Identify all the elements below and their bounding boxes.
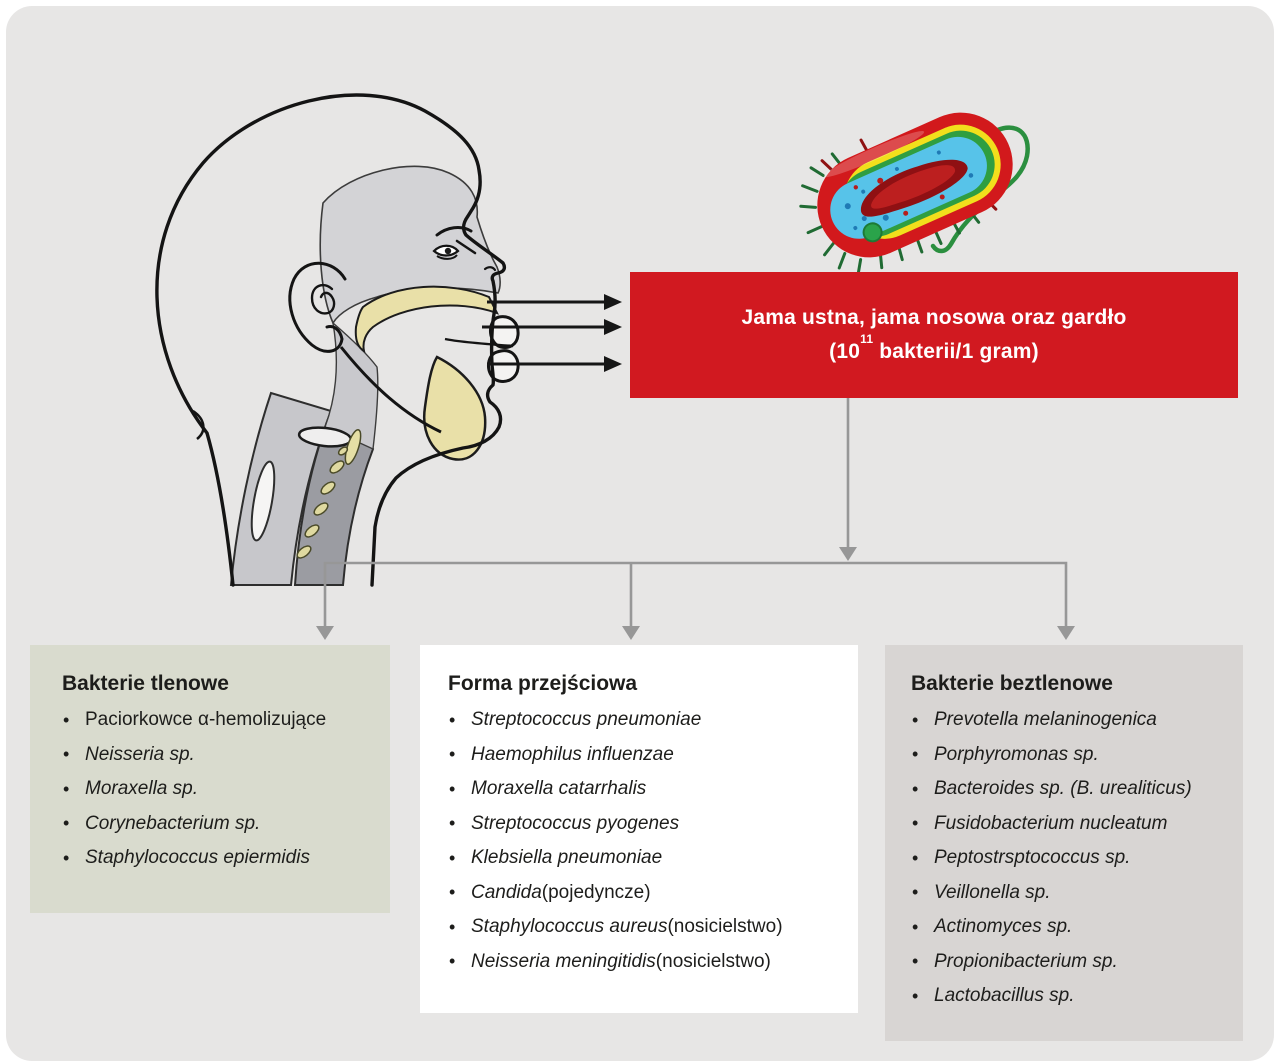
- species-name: Candida: [471, 881, 542, 903]
- bullet-icon: •: [63, 847, 70, 868]
- list-item: • Moraxella catarrhalis: [448, 772, 838, 807]
- bullet-icon: •: [449, 813, 456, 834]
- species-name: Streptococcus pyogenes: [471, 812, 680, 834]
- box-title: Forma przejściowa: [448, 672, 638, 695]
- species-name: Veillonella sp.: [934, 881, 1051, 903]
- species-name: Propionibacterium sp.: [934, 950, 1118, 972]
- bullet-icon: •: [449, 951, 456, 972]
- list-item: • Veillonella sp.: [911, 876, 1227, 911]
- species-name: Neisseria meningitidis: [471, 950, 656, 972]
- bullet-icon: •: [63, 709, 70, 730]
- list-item: • Streptococcus pyogenes: [448, 807, 838, 842]
- list-item: • Klebsiella pneumoniae: [448, 841, 838, 876]
- species-name: Actinomyces sp.: [934, 916, 1073, 938]
- list-item: • Bacteroides sp. (B. urealiticus): [911, 772, 1227, 807]
- bullet-icon: •: [912, 709, 919, 730]
- list-item: • Lactobacillus sp.: [911, 979, 1227, 1014]
- list-item: • Moraxella sp.: [62, 772, 368, 807]
- species-list: • Paciorkowce α-hemolizujące • Neisseria s…: [62, 703, 368, 876]
- bullet-icon: •: [63, 813, 70, 834]
- bullet-icon: •: [449, 882, 456, 903]
- list-item: • Staphylococcus epiermidis: [62, 841, 368, 876]
- aerobic-bacteria-box: Bakterie tlenowe • Paciorkowce α-hemolizu…: [30, 645, 390, 913]
- species-name: Streptococcus pneumoniae: [471, 709, 702, 731]
- list-item: • Actinomyces sp.: [911, 910, 1227, 945]
- banner-line1: Jama ustna, jama nosowa oraz gardło: [741, 306, 1127, 329]
- bacterium-illustration: [799, 112, 1030, 276]
- list-item: • Candida (pojedyncze): [448, 876, 838, 911]
- species-qualifier: (pojedyncze): [541, 881, 651, 903]
- list-item: • Prevotella melaninogenica: [911, 703, 1227, 738]
- anaerobic-bacteria-box: Bakterie beztlenowe • Prevotella melanino…: [885, 645, 1243, 1041]
- list-item: • Streptococcus pneumoniae: [448, 703, 838, 738]
- bullet-icon: •: [912, 744, 919, 765]
- bullet-icon: •: [449, 847, 456, 868]
- species-name: Prevotella melaninogenica: [934, 709, 1157, 731]
- species-name: Neisseria sp.: [85, 743, 195, 765]
- species-name: Lactobacillus sp.: [934, 985, 1075, 1007]
- bullet-icon: •: [912, 847, 919, 868]
- bullet-icon: •: [912, 951, 919, 972]
- transitional-forms-box: Forma przejściowa • Streptococcus pneumon…: [420, 645, 858, 1013]
- species-name: Moraxella catarrhalis: [471, 778, 647, 800]
- species-name: Fusidobacterium nucleatum: [934, 812, 1168, 834]
- box-title: Bakterie tlenowe: [62, 672, 229, 695]
- bullet-icon: •: [449, 744, 456, 765]
- list-item: • Peptostrsptococcus sp.: [911, 841, 1227, 876]
- bullet-icon: •: [912, 985, 919, 1006]
- bullet-icon: •: [63, 778, 70, 799]
- species-name: Corynebacterium sp.: [85, 812, 261, 834]
- species-name: Peptostrsptococcus sp.: [934, 847, 1131, 869]
- species-list: • Streptococcus pneumoniae • Haemophilus i…: [448, 703, 838, 979]
- banner-line2: (1011 bakterii/1 gram): [829, 332, 1039, 363]
- species-name: Staphylococcus epiermidis: [85, 847, 310, 869]
- list-item: • Haemophilus influenzae: [448, 738, 838, 773]
- list-item: • Porphyromonas sp.: [911, 738, 1227, 773]
- list-item: • Neisseria sp.: [62, 738, 368, 773]
- list-item: • Staphylococcus aureus (nosicielstwo): [448, 910, 838, 945]
- list-item: • Fusidobacterium nucleatum: [911, 807, 1227, 842]
- list-item: • Neisseria meningitidis (nosicielstwo): [448, 945, 838, 980]
- bullet-icon: •: [449, 916, 456, 937]
- species-name: Haemophilus influenzae: [471, 743, 674, 765]
- species-name: Moraxella sp.: [85, 778, 198, 800]
- box-title: Bakterie beztlenowe: [911, 672, 1113, 695]
- bullet-icon: •: [912, 916, 919, 937]
- species-name: Porphyromonas sp.: [934, 743, 1099, 765]
- bullet-icon: •: [912, 882, 919, 903]
- list-item: • Corynebacterium sp.: [62, 807, 368, 842]
- bullet-icon: •: [912, 778, 919, 799]
- list-item: • Propionibacterium sp.: [911, 945, 1227, 980]
- head-anatomy-illustration: [155, 93, 520, 587]
- list-item: • Paciorkowce α-hemolizujące: [62, 703, 368, 738]
- species-qualifier: (nosicielstwo): [667, 916, 783, 938]
- bullet-icon: •: [449, 709, 456, 730]
- species-name: Staphylococcus aureus: [471, 916, 668, 938]
- species-qualifier: (nosicielstwo): [655, 950, 771, 972]
- species-name: Klebsiella pneumoniae: [471, 847, 663, 869]
- bullet-icon: •: [912, 813, 919, 834]
- species-name: Bacteroides sp. (B. urealiticus): [934, 778, 1192, 800]
- species-name: Paciorkowce α-hemolizujące: [85, 709, 327, 731]
- bullet-icon: •: [63, 744, 70, 765]
- bullet-icon: •: [449, 778, 456, 799]
- exponent: 11: [860, 332, 874, 346]
- species-list: • Prevotella melaninogenica • Porphyromona…: [911, 703, 1227, 1014]
- source-banner: Jama ustna, jama nosowa oraz gardło (101…: [630, 272, 1238, 398]
